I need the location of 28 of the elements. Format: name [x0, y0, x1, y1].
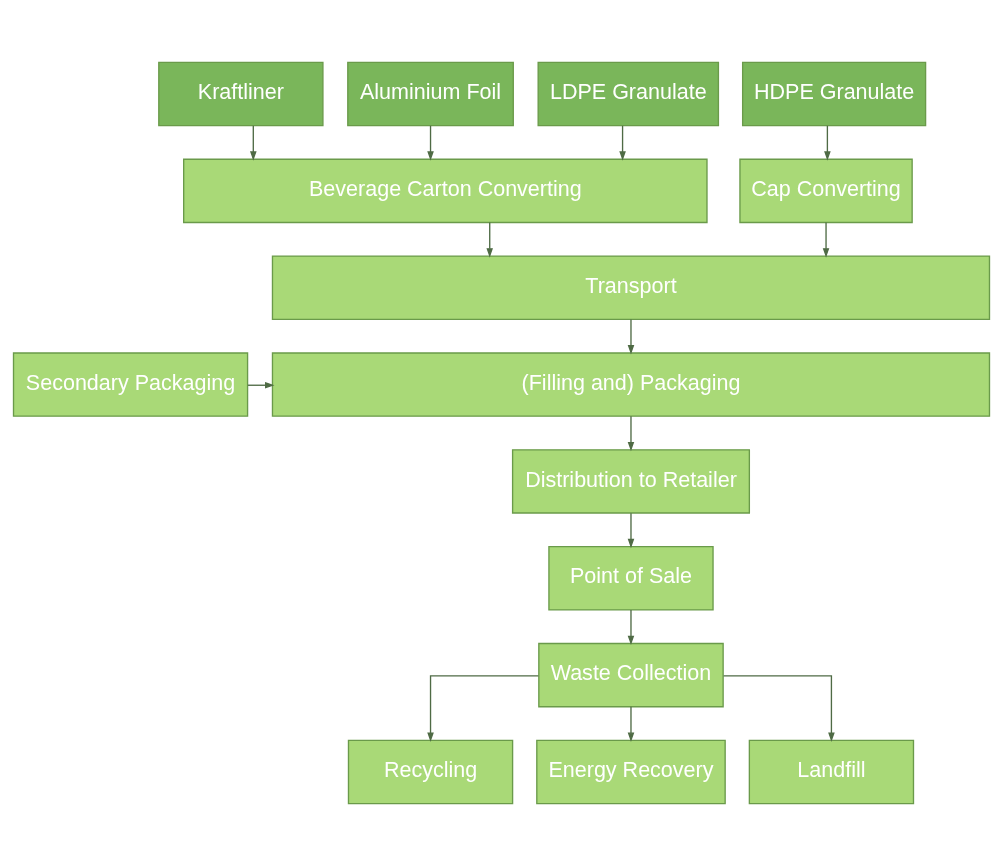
arrow [619, 125, 626, 161]
arrow [627, 512, 635, 549]
arrow [822, 221, 830, 258]
node-box: LDPE Granulate [537, 61, 720, 127]
node-box: (Filling and) Packaging [271, 352, 991, 417]
arrow [486, 221, 494, 258]
arrow [427, 675, 540, 742]
arrow [722, 675, 835, 742]
arrow [627, 415, 635, 452]
arrow [627, 318, 635, 355]
node-box: Point of Sale [548, 546, 714, 611]
node-box: Waste Collection [538, 642, 724, 708]
node-box: Distribution to Retailer [511, 449, 751, 514]
node-box: Energy Recovery [536, 739, 726, 805]
node-box: Aluminium Foil [347, 61, 514, 127]
node-box: Cap Converting [739, 158, 913, 224]
node-box: Secondary Packaging [12, 352, 249, 417]
arrow [824, 125, 831, 161]
node-box: Landfill [748, 739, 915, 805]
node-box: HDPE Granulate [741, 61, 927, 127]
node-box: Beverage Carton Converting [183, 158, 708, 224]
node-box: Kraftliner [158, 61, 324, 127]
node-box: Transport [271, 255, 991, 320]
arrow [427, 125, 434, 161]
arrow [627, 706, 635, 742]
node-box: Recycling [347, 739, 514, 805]
arrow [250, 125, 257, 161]
arrow [627, 609, 635, 646]
